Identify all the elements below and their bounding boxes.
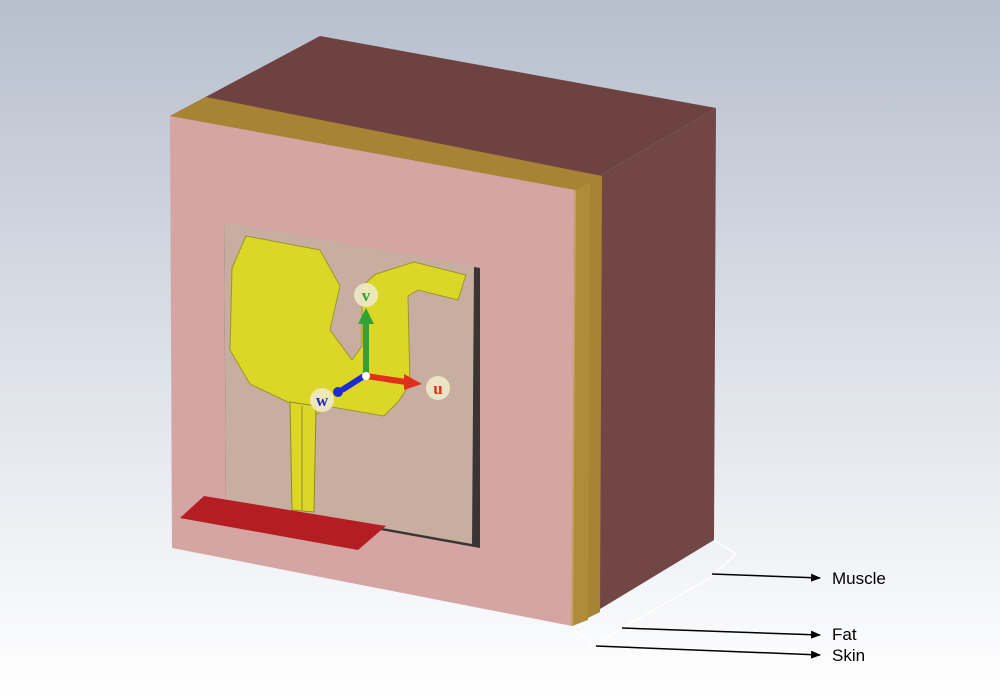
u-axis-label: u: [433, 379, 442, 398]
layer-label-fat: Fat: [832, 625, 857, 644]
v-axis-label: v: [362, 286, 371, 305]
layer-callout: Muscle Fat Skin: [573, 539, 886, 665]
feed-line: [289, 401, 317, 513]
skin-edge: [571, 189, 576, 627]
w-axis-arrow: [340, 373, 366, 393]
layer-label-skin: Skin: [832, 646, 865, 665]
muscle-side-face: [572, 108, 716, 626]
fat-layer-top: [170, 97, 602, 190]
w-axis-head: [333, 387, 343, 397]
muscle-pointer: [711, 573, 821, 582]
coordinate-axes: v u w: [310, 283, 450, 412]
skin-pointer: [595, 645, 821, 659]
fat-layer-highlight: [572, 182, 590, 626]
thickness-outline: [573, 539, 738, 647]
fat-pointer: [621, 627, 821, 639]
layer-label-muscle: Muscle: [832, 569, 886, 588]
ground-plane: [180, 496, 386, 550]
u-axis-arrow: [365, 373, 407, 385]
v-axis-head: [358, 308, 374, 324]
u-label-bubble: [426, 376, 450, 400]
axis-origin: [362, 372, 370, 380]
v-label-bubble: [354, 283, 378, 307]
w-label-bubble: [310, 388, 334, 412]
w-axis-label: w: [316, 391, 329, 410]
radiating-patch: [229, 235, 467, 421]
muscle-top-face: [170, 36, 716, 190]
u-axis-head: [404, 374, 422, 390]
